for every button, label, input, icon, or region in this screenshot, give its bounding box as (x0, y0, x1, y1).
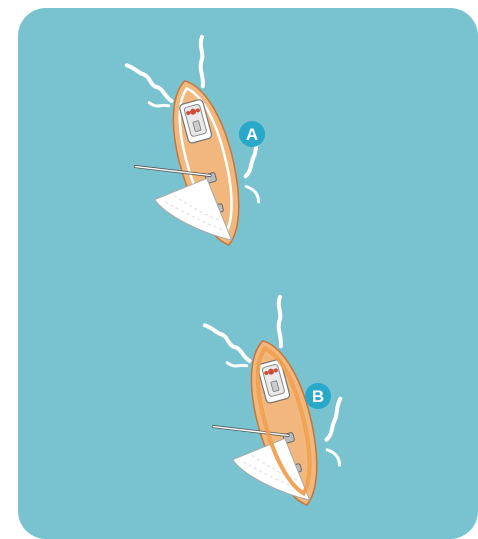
marker-b: B (305, 383, 331, 409)
marker-a: A (239, 121, 265, 147)
marker-a-label: A (246, 125, 258, 144)
marker-b-label: B (312, 387, 324, 406)
